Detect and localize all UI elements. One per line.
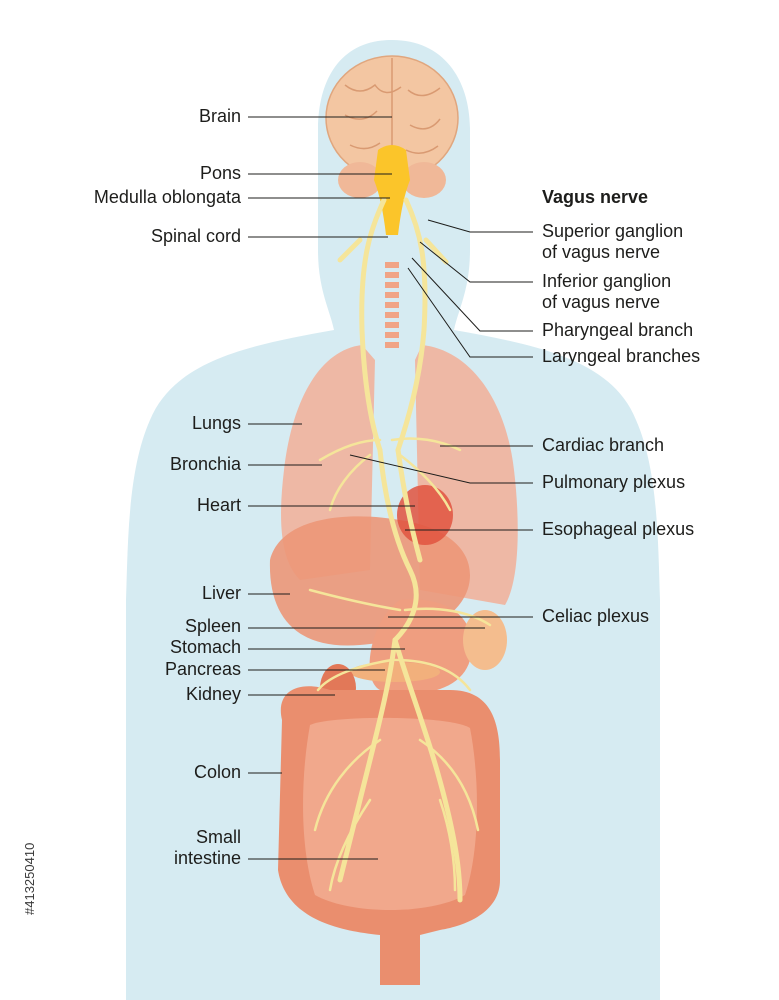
neck-vertebrae	[385, 262, 399, 348]
brain-illustration	[325, 55, 459, 198]
label-bronchia: Bronchia	[169, 454, 241, 474]
label-liver: Liver	[201, 583, 241, 603]
label-laryngeal-branches: Laryngeal branches	[542, 346, 701, 366]
label-superior-ganglion-line-1: Superior ganglion	[542, 221, 684, 241]
brainstem	[374, 145, 410, 235]
label-spleen: Spleen	[184, 616, 241, 636]
label-spinal-cord: Spinal cord	[150, 226, 241, 246]
label-medulla-oblongata: Medulla oblongata	[93, 187, 241, 207]
pancreas-shape	[350, 662, 440, 682]
label-superior-ganglion-line-2: of vagus nerve	[542, 242, 661, 262]
label-inferior-ganglion-line-2: of vagus nerve	[542, 292, 661, 312]
label-pons: Pons	[199, 163, 241, 183]
leader-lines	[248, 116, 533, 860]
label-cardiac-branch: Cardiac branch	[542, 435, 665, 455]
label-kidney: Kidney	[185, 684, 241, 704]
label-stomach: Stomach	[169, 637, 241, 657]
label-inferior-ganglion-line-1: Inferior ganglion	[542, 271, 672, 291]
label-pulmonary-plexus: Pulmonary plexus	[542, 472, 686, 492]
label-small-intestine-line-1: Small	[195, 827, 241, 847]
label-pancreas: Pancreas	[164, 659, 241, 679]
vagus-nerve-paths	[337, 197, 463, 903]
label-inferior-ganglion: Inferior ganglion of vagus nerve	[542, 271, 671, 313]
label-celiac-plexus: Celiac plexus	[542, 606, 650, 626]
label-esophageal-plexus: Esophageal plexus	[542, 519, 695, 539]
label-brain: Brain	[198, 106, 241, 126]
label-small-intestine-line-2: intestine	[173, 848, 241, 868]
label-pharyngeal-branch: Pharyngeal branch	[542, 320, 694, 340]
stock-id: #413250410	[22, 765, 38, 915]
stock-id-text: #413250410	[22, 842, 37, 915]
label-colon: Colon	[193, 762, 241, 782]
label-small-intestine: Small intestine	[174, 827, 241, 869]
label-lungs: Lungs	[191, 413, 241, 433]
vagus-nerve-branches	[308, 437, 492, 892]
label-superior-ganglion: Superior ganglion of vagus nerve	[542, 221, 683, 263]
spleen-shape	[463, 610, 507, 670]
label-heart: Heart	[196, 495, 241, 515]
heading-vagus-nerve: Vagus nerve	[542, 187, 649, 207]
